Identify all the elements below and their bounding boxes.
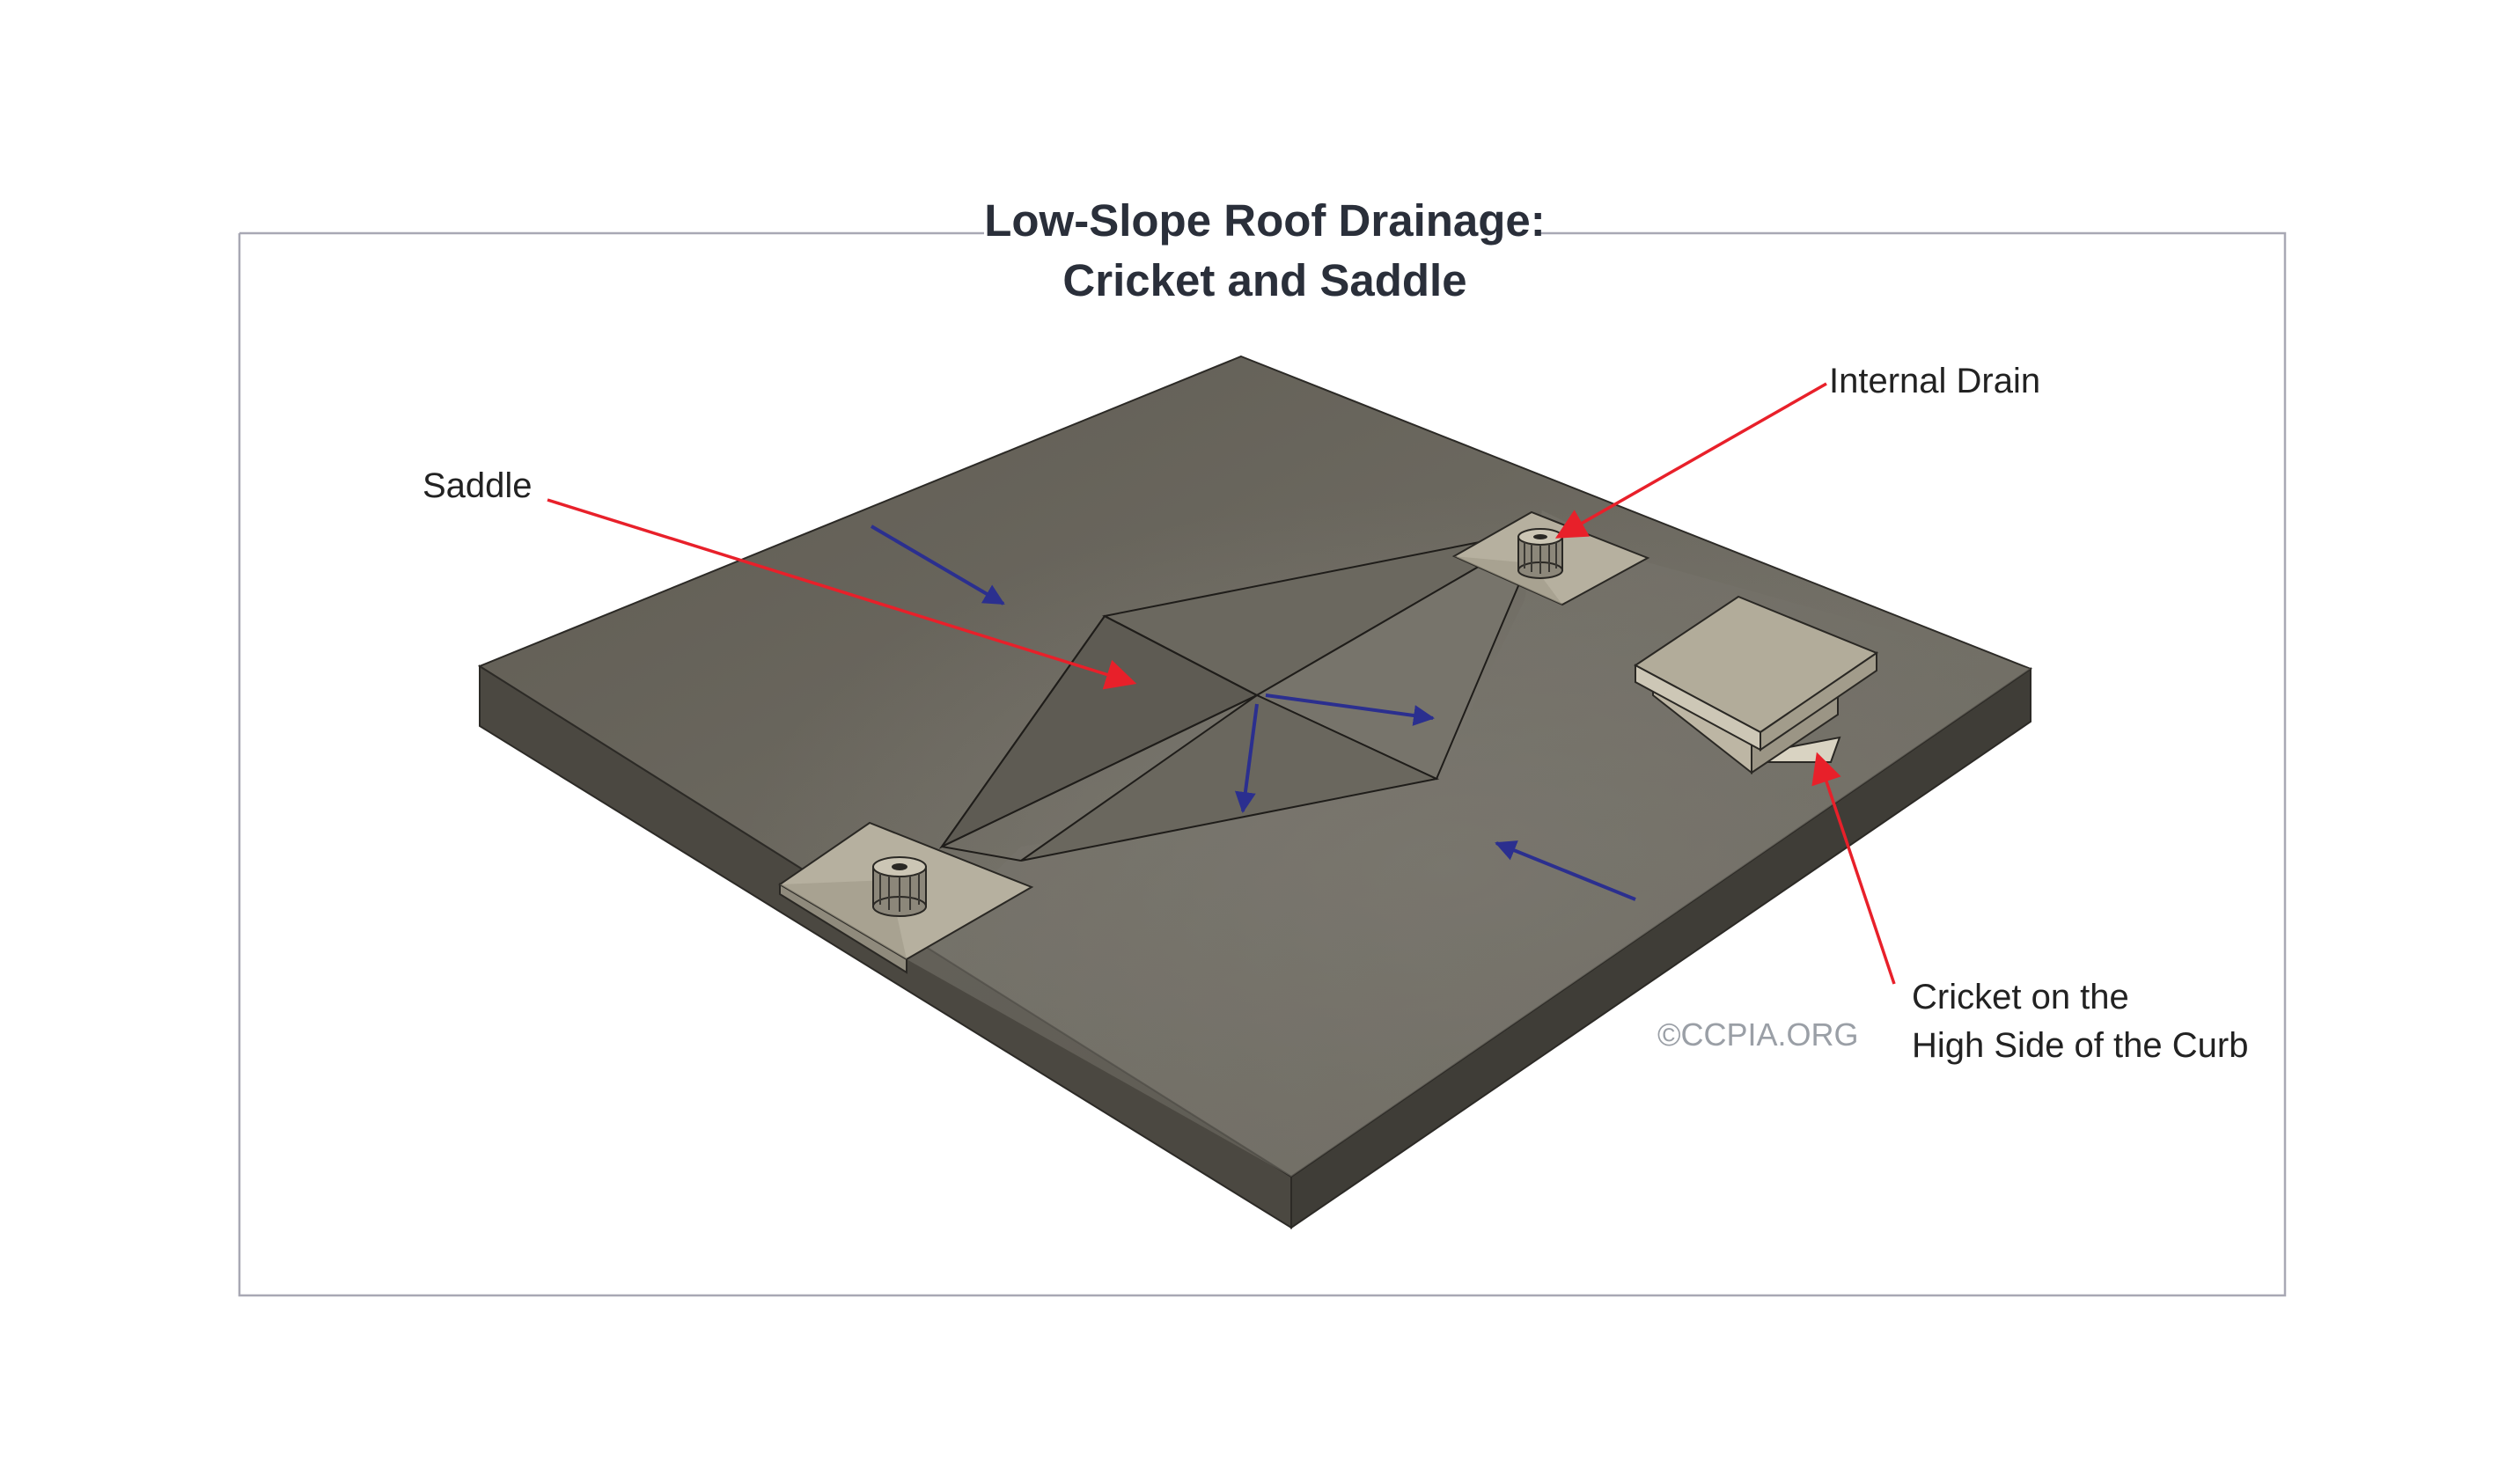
diagram-title-line-2: Cricket and Saddle [1062, 255, 1466, 305]
internal-drain-callout-arrow [1554, 382, 1827, 539]
callout-arrows [547, 382, 1896, 985]
roof-drain-icon [872, 856, 927, 917]
roof-drain-icon [1517, 528, 1563, 579]
cricket-callout-arrow [1811, 752, 1896, 985]
cricket-label-line-2: High Side of the Curb [1912, 1026, 2248, 1065]
saddle-label: Saddle [422, 466, 533, 505]
flow-arrow [1495, 840, 1636, 901]
diagram-title-line-1: Low-Slope Roof Drainage: [984, 195, 1546, 246]
saddle-callout-arrow [547, 498, 1137, 690]
flow-arrow [1234, 703, 1259, 813]
saddle [938, 527, 1545, 862]
rooftop-curb-icon [1634, 595, 1879, 775]
flow-arrow [870, 525, 1005, 605]
internal-drain-label: Internal Drain [1829, 362, 2040, 400]
copyright-watermark: ©CCPIA.ORG [1657, 1016, 1859, 1053]
roof-drain-bottom [778, 821, 1034, 974]
roof-drain-top [1451, 510, 1650, 606]
cricket-label-line-1: Cricket on the [1912, 978, 2129, 1016]
flow-arrows [870, 525, 1636, 901]
flow-arrow [1265, 693, 1435, 726]
diagram-frame [238, 231, 2287, 1297]
